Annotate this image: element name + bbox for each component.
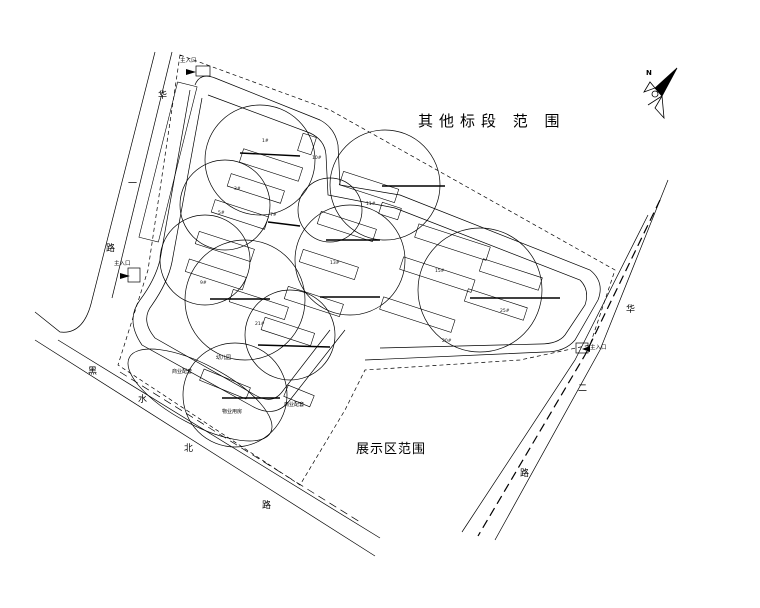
west-road-char-2: 一: [128, 179, 138, 189]
building-block: [338, 171, 400, 203]
building-block: [478, 258, 543, 291]
leader-line: [267, 221, 301, 227]
east-road-edge-inner: [461, 214, 649, 533]
site-boundary: [117, 54, 616, 486]
building-block: [297, 132, 317, 156]
ring-road-south-inner: [146, 304, 331, 400]
facility-label: 商业配套: [284, 402, 305, 408]
south-road-char-3: 北: [184, 444, 194, 454]
south-road-char-4: 路: [262, 501, 272, 511]
display-area-label: 展示区范围: [356, 442, 427, 457]
east-road-char-3: 路: [520, 469, 530, 479]
west-road-char-3: 路: [106, 244, 116, 254]
building-block: [283, 285, 344, 317]
north-arrow: [643, 67, 678, 120]
building-block: [199, 368, 251, 400]
south-road-char-1: 黑: [88, 367, 98, 377]
gate-arrow-west: [120, 273, 130, 279]
ring-road-north: [194, 75, 601, 361]
gate-west-box: [127, 267, 141, 283]
facility-label: 物业用房: [222, 409, 243, 415]
building-number: 15#: [435, 269, 445, 274]
coverage-circle-5: [244, 289, 336, 381]
south-road-edge-outer: [34, 339, 376, 557]
building-number: 7#: [270, 213, 277, 218]
west-road-char-1: 华: [158, 91, 168, 101]
coverage-circle-3: [159, 214, 251, 306]
south-road-edge-inner: [57, 339, 381, 539]
gate-arrow-north: [186, 69, 196, 75]
north-label: N: [646, 69, 652, 77]
west-inner-road-2: [151, 97, 203, 306]
building-block: [379, 296, 456, 333]
south-road-dash: [119, 371, 361, 523]
coverage-circle-10: [297, 177, 363, 243]
east-road-dash: [477, 199, 661, 537]
coverage-circle-6: [329, 129, 441, 241]
east-road-char-2: 二: [578, 384, 588, 394]
building-block: [283, 384, 315, 408]
building-block: [414, 223, 491, 261]
building-block: [210, 199, 269, 230]
building-block: [226, 173, 285, 204]
building-number: 25#: [500, 309, 510, 314]
building-number: 20#: [442, 339, 452, 344]
ring-road-inner: [207, 94, 587, 349]
coverage-circle-2: [179, 159, 271, 251]
building-block: [138, 81, 198, 243]
coverage-circle-9: [182, 342, 288, 448]
east-road-char-1: 华: [626, 305, 636, 315]
leader-line: [257, 344, 331, 348]
gate-east-label: 主入口: [590, 345, 607, 351]
building-block: [184, 258, 247, 291]
building-number: 9#: [200, 281, 207, 286]
west-inner-road: [139, 89, 191, 301]
gate-west-label: 主入口: [114, 261, 131, 267]
building-block: [316, 210, 377, 242]
building-block: [260, 316, 315, 347]
east-road-edge-outer: [494, 179, 669, 541]
building-block: [194, 230, 255, 262]
other-section-label: 其他标段 范 围: [418, 112, 566, 130]
building-number: 21#: [255, 322, 265, 327]
west-road-edge-outer: [34, 51, 156, 333]
gate-arrow-east: [582, 346, 590, 352]
coverage-circle-8: [417, 227, 543, 353]
building-block: [228, 288, 289, 320]
leader-line: [239, 152, 301, 157]
coverage-circle-1: [204, 104, 316, 216]
building-block: [463, 288, 528, 321]
gate-north-box: [195, 65, 211, 77]
building-number: 5#: [218, 211, 225, 216]
coverage-circle-4: [184, 239, 306, 361]
building-number: 11#: [366, 202, 376, 207]
building-block: [378, 201, 402, 221]
building-number: 10#: [312, 156, 322, 161]
west-road-edge-inner: [111, 51, 173, 299]
building-number: 3#: [234, 187, 241, 192]
coverage-circle-7: [294, 204, 406, 316]
facility-label: 幼儿园: [216, 355, 232, 361]
building-block: [238, 148, 304, 182]
building-block: [399, 256, 476, 293]
south-road-char-2: 水: [138, 395, 148, 405]
ring-road-south: [132, 299, 346, 412]
facility-label: 商业配套: [172, 369, 193, 375]
building-number: 13#: [330, 261, 340, 266]
gate-north-label: 主入口: [180, 58, 197, 64]
building-block: [298, 248, 359, 280]
building-number: 1#: [262, 139, 269, 144]
